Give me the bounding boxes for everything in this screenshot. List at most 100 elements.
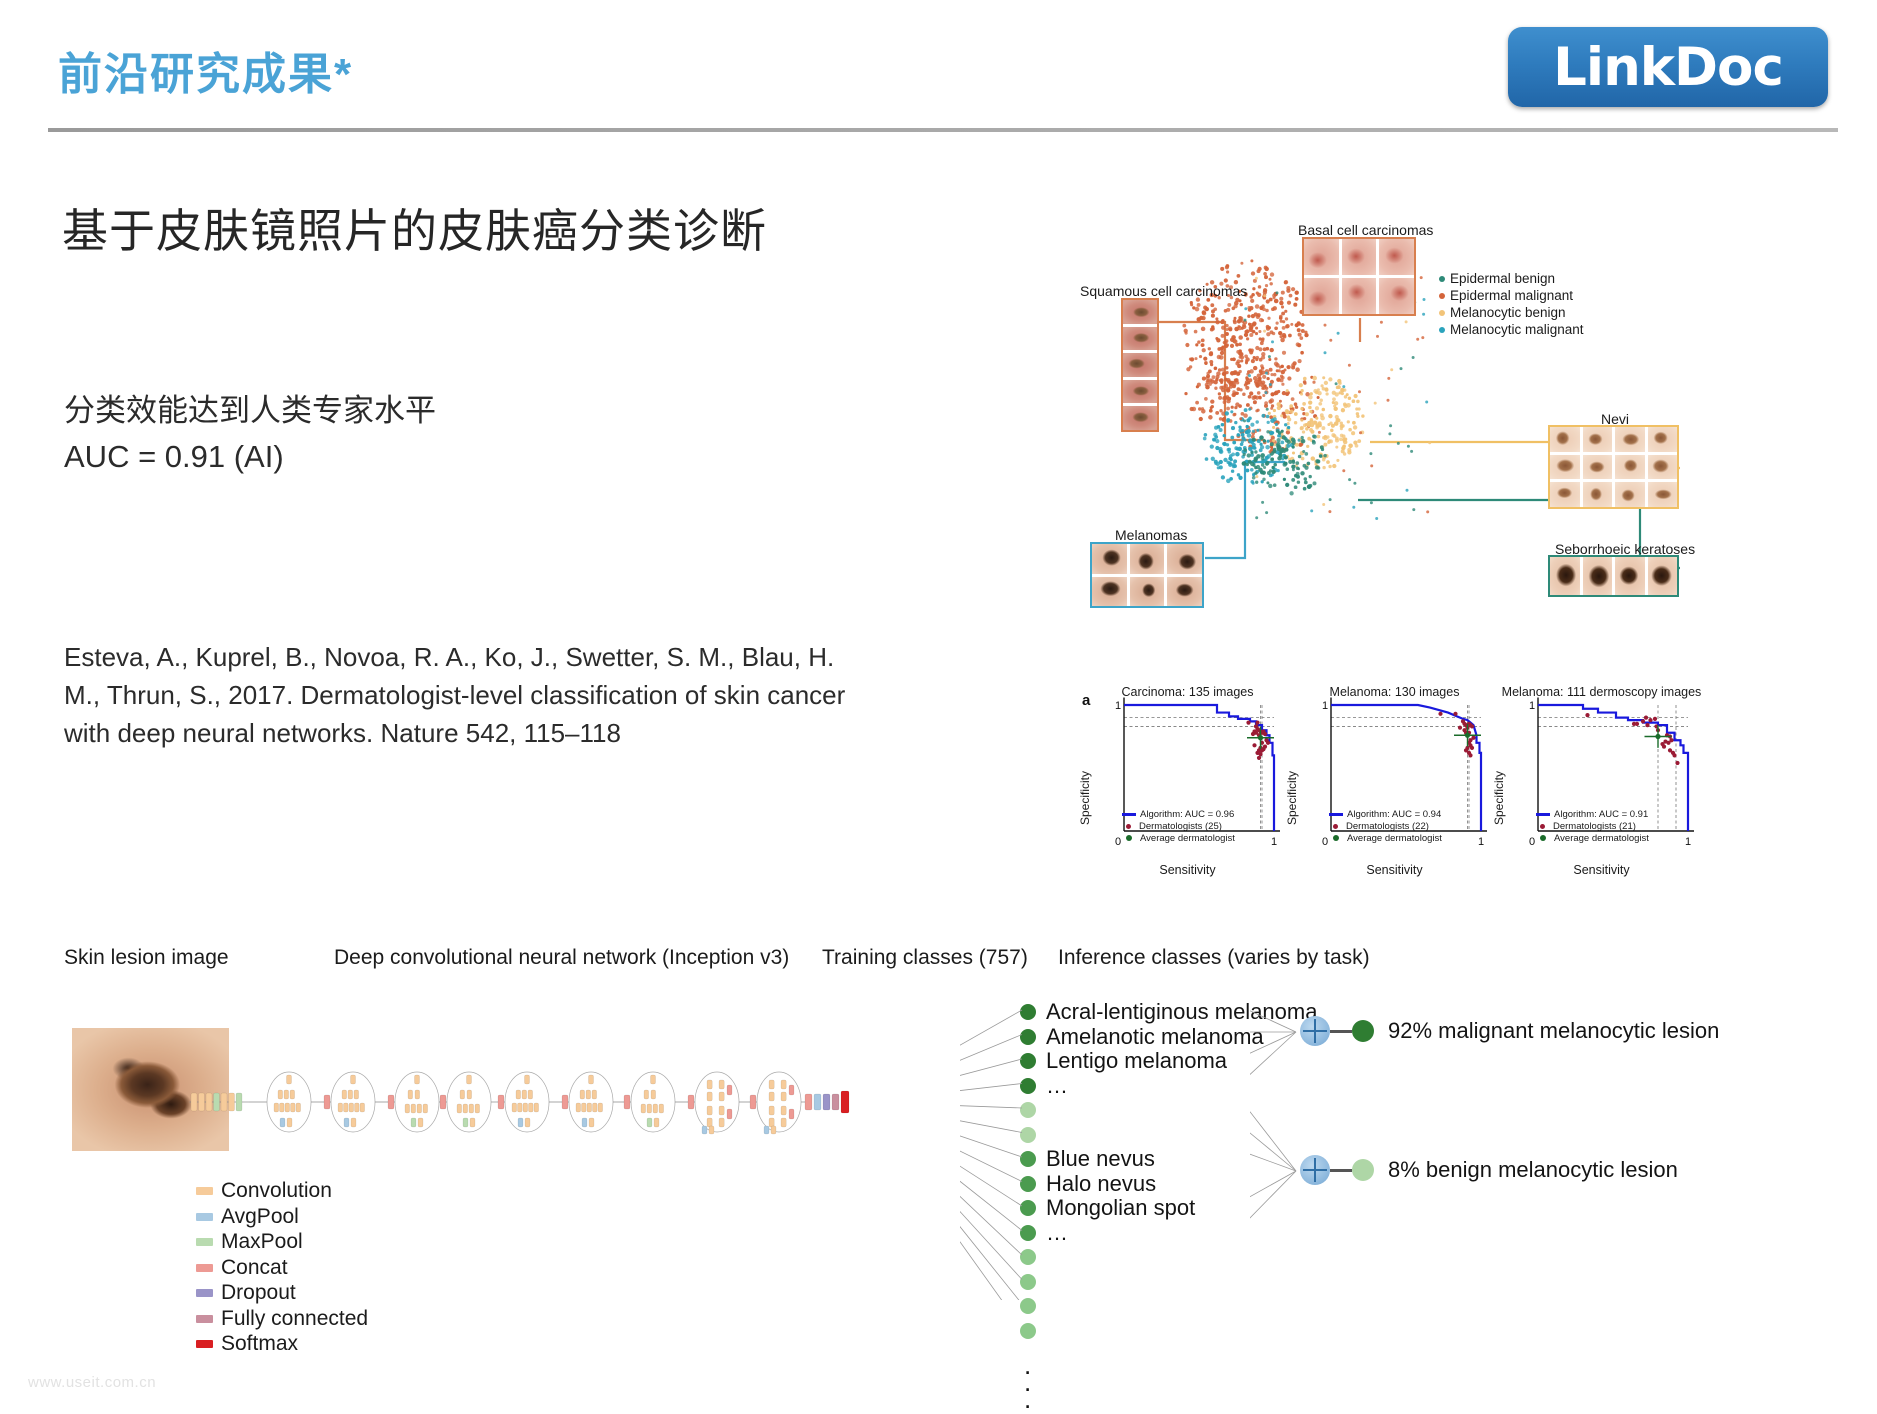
tsne-point xyxy=(1238,352,1244,357)
tsne-point xyxy=(1281,390,1287,396)
network-layer-block xyxy=(235,1092,243,1112)
tsne-point xyxy=(1206,379,1210,383)
legend-swatch-icon xyxy=(196,1263,213,1272)
tsne-point xyxy=(1286,422,1290,426)
tsne-point xyxy=(1260,456,1265,461)
tsne-point xyxy=(1244,307,1248,311)
class-fan-line xyxy=(960,1105,1023,1109)
tsne-point xyxy=(1245,403,1250,407)
tsne-point xyxy=(1193,329,1198,334)
network-layer-block xyxy=(417,1117,424,1128)
class-fan-line xyxy=(960,1195,1023,1256)
network-layer-block xyxy=(410,1117,417,1128)
tsne-point xyxy=(1225,366,1229,370)
tsne-point xyxy=(1235,381,1240,385)
dermatologist-point xyxy=(1648,718,1653,723)
tsne-point xyxy=(1355,407,1359,411)
tsne-point xyxy=(1283,455,1288,460)
tsne-point xyxy=(1265,407,1269,411)
tsne-point xyxy=(1343,395,1348,399)
panel-letter-a: a xyxy=(1082,692,1091,709)
tsne-point xyxy=(1217,296,1221,300)
tsne-point xyxy=(1333,421,1339,426)
tsne-point xyxy=(1213,432,1218,437)
dermatologist-point xyxy=(1643,715,1649,720)
tsne-point xyxy=(1410,449,1414,453)
tsne-point xyxy=(1233,459,1238,464)
tsne-legend-item-0: Epidermal benign xyxy=(1439,270,1584,287)
roc-tick-label: 1 xyxy=(1478,836,1484,848)
tsne-point xyxy=(1220,347,1226,352)
training-class-row: Blue nevus xyxy=(1020,1147,1317,1172)
network-layer-block xyxy=(788,1108,795,1120)
lesion-thumbnail xyxy=(1341,239,1377,275)
tsne-point xyxy=(1268,357,1272,362)
tsne-point xyxy=(1204,457,1209,461)
tsne-point xyxy=(1271,465,1275,470)
tsne-point xyxy=(1226,418,1231,423)
roc-tick-label: 1 xyxy=(1529,700,1535,712)
average-dermatologist-marker xyxy=(1644,725,1672,748)
tsne-point xyxy=(1216,466,1220,470)
tsne-point xyxy=(1288,333,1292,338)
tsne-point xyxy=(1300,435,1304,440)
dermatologist-point xyxy=(1666,740,1671,745)
tsne-point xyxy=(1293,302,1298,307)
tsne-point xyxy=(1203,356,1208,361)
tsne-point xyxy=(1245,381,1249,386)
tsne-point xyxy=(1199,315,1204,321)
legend-swatch-icon xyxy=(196,1314,213,1323)
tsne-point xyxy=(1214,461,1218,466)
network-layer-block xyxy=(289,1089,295,1100)
tsne-point xyxy=(1259,442,1263,446)
tsne-point xyxy=(1318,401,1323,406)
tsne-point xyxy=(1194,357,1198,361)
network-legend-item-3: Concat xyxy=(196,1255,368,1281)
class-fan-line xyxy=(960,1034,1023,1061)
tsne-point xyxy=(1238,425,1242,429)
tsne-point xyxy=(1208,378,1213,382)
tsne-point xyxy=(1267,316,1271,320)
network-layer-block xyxy=(337,1102,343,1113)
roc-legend-label: Dermatologists (21) xyxy=(1553,821,1636,832)
tsne-point xyxy=(1246,433,1252,438)
tsne-point xyxy=(1308,400,1313,405)
network-layer-block xyxy=(521,1089,527,1100)
tsne-point xyxy=(1218,395,1223,400)
tsne-point xyxy=(1230,405,1234,409)
network-layer-block xyxy=(524,1117,531,1128)
tsne-point xyxy=(1225,395,1230,399)
malignant-dot-icon xyxy=(1352,1020,1374,1042)
tsne-point xyxy=(1321,426,1326,431)
dermatologist-point xyxy=(1250,731,1256,737)
training-class-row: … xyxy=(1020,1073,1317,1099)
tsne-point xyxy=(1232,440,1237,445)
network-layer-block xyxy=(220,1092,228,1112)
roc-title: Carcinoma: 135 images xyxy=(1121,685,1254,699)
tsne-point xyxy=(1218,449,1224,455)
tsne-point xyxy=(1323,323,1327,327)
tsne-point xyxy=(1259,370,1263,374)
tsne-point xyxy=(1223,457,1228,463)
tsne-point xyxy=(1198,355,1203,359)
tsne-point xyxy=(1336,331,1340,335)
network-layer-block xyxy=(780,1105,787,1116)
tsne-point xyxy=(1387,376,1391,380)
tsne-point xyxy=(1255,291,1259,295)
training-class-label: Lentigo melanoma xyxy=(1046,1048,1228,1074)
tsne-point xyxy=(1233,339,1238,344)
tsne-point xyxy=(1293,420,1298,425)
tsne-point xyxy=(1263,271,1267,276)
class-dot-icon xyxy=(1020,1028,1036,1045)
label-melanomas: Melanomas xyxy=(1115,527,1188,543)
tsne-point xyxy=(1270,418,1275,423)
citation-text: Esteva, A., Kuprel, B., Novoa, R. A., Ko… xyxy=(64,642,846,748)
tsne-point xyxy=(1245,468,1250,473)
tsne-point xyxy=(1259,435,1264,440)
tsne-point xyxy=(1379,320,1383,324)
tsne-legend-item-1: Epidermal malignant xyxy=(1439,287,1584,304)
key-points: 分类效能达到人类专家水平 AUC = 0.91 (AI) xyxy=(64,388,436,480)
tsne-point xyxy=(1359,431,1362,435)
network-layer-block xyxy=(652,1103,658,1114)
